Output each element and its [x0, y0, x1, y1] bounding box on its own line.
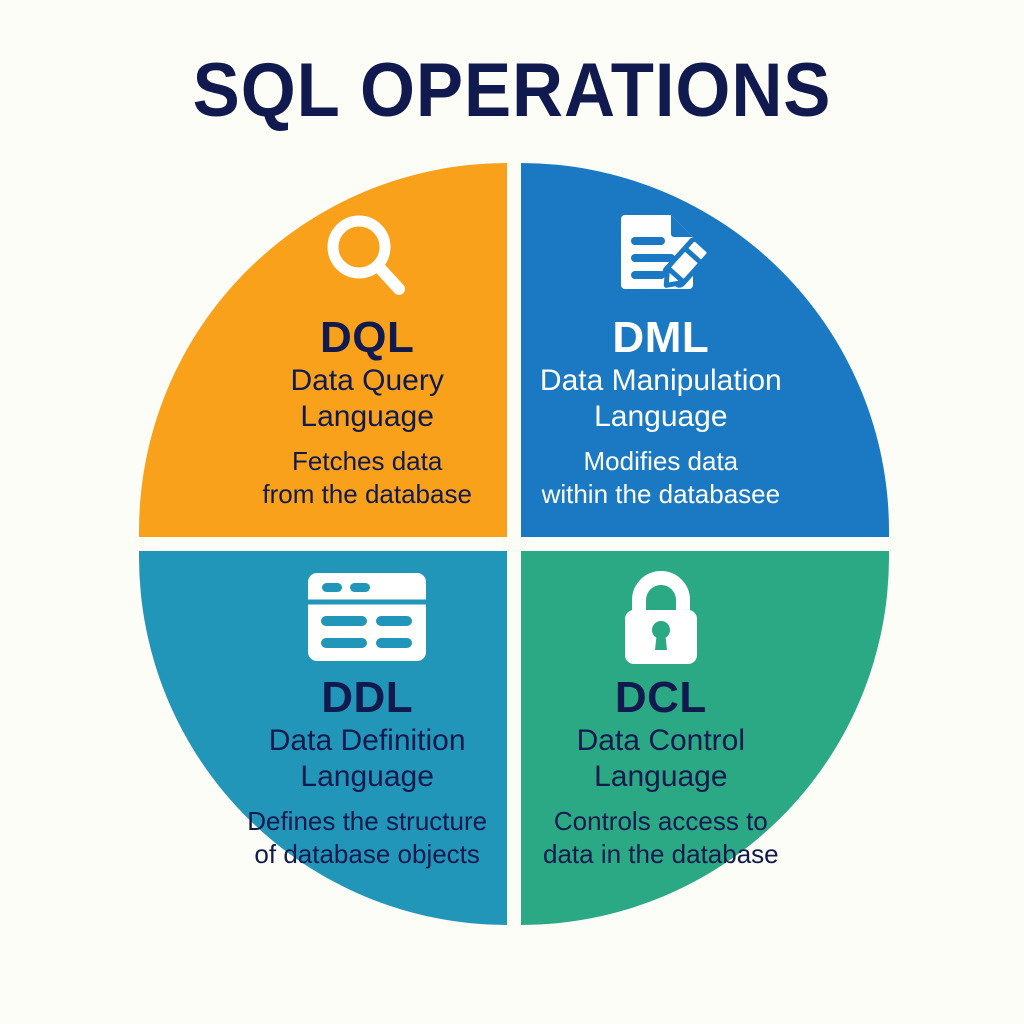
page-title: SQL OPERATIONS [192, 48, 832, 133]
quadrant-dcl-name-line1: Data Control [576, 724, 746, 757]
quadrant-ddl-name-line2: Language [300, 760, 434, 793]
quadrant-dql-desc-line1: Fetches data [292, 446, 443, 476]
quadrant-ddl[interactable]: DDL Data Definition Language Defines the… [139, 551, 507, 925]
quadrant-dcl[interactable]: DCL Data Control Language Controls acces… [521, 551, 889, 925]
quadrant-dml-name-line1: Data Manipulation [539, 364, 782, 397]
table-window-icon [202, 565, 507, 669]
quadrant-dcl-content: DCL Data Control Language Controls acces… [521, 565, 826, 871]
quadrant-ddl-acronym: DDL [321, 673, 414, 722]
quadrant-dcl-acronym: DCL [614, 673, 707, 722]
quadrant-dql-content: DQL Data Query Language Fetches data fro… [202, 205, 507, 511]
quadrant-ddl-content: DDL Data Definition Language Defines the… [202, 565, 507, 871]
quadrant-dml-desc-line1: Modifies data [583, 446, 739, 476]
quadrant-dcl-name-line2: Language [594, 760, 728, 793]
quadrant-ddl-desc-line1: Defines the structure [247, 806, 488, 836]
magnifier-icon [202, 205, 507, 309]
quadrant-dml-content: DML Data Manipulation Language Modifies … [521, 205, 826, 511]
quadrant-dql-name-line2: Language [300, 400, 434, 433]
quadrant-dql[interactable]: DQL Data Query Language Fetches data fro… [139, 163, 507, 537]
quadrant-dml-desc-line2: within the databasee [541, 479, 781, 509]
quadrant-dql-name-line1: Data Query [290, 364, 444, 397]
quadrant-dml-acronym: DML [612, 313, 710, 362]
quadrant-dcl-desc-line2: data in the database [543, 839, 779, 869]
quadrant-dql-desc-line2: from the database [262, 479, 472, 509]
quadrant-dql-acronym: DQL [319, 313, 415, 362]
padlock-icon [521, 565, 826, 669]
quadrant-dcl-desc-line1: Controls access to [553, 806, 768, 836]
quadrant-dml-name-line2: Language [594, 400, 728, 433]
quadrant-ddl-desc-line2: of database objects [254, 839, 480, 869]
quadrant-wheel: DQL Data Query Language Fetches data fro… [139, 163, 889, 925]
quadrant-ddl-name-line1: Data Definition [268, 724, 466, 757]
document-pencil-icon [521, 205, 826, 309]
quadrant-dml[interactable]: DML Data Manipulation Language Modifies … [521, 163, 889, 537]
